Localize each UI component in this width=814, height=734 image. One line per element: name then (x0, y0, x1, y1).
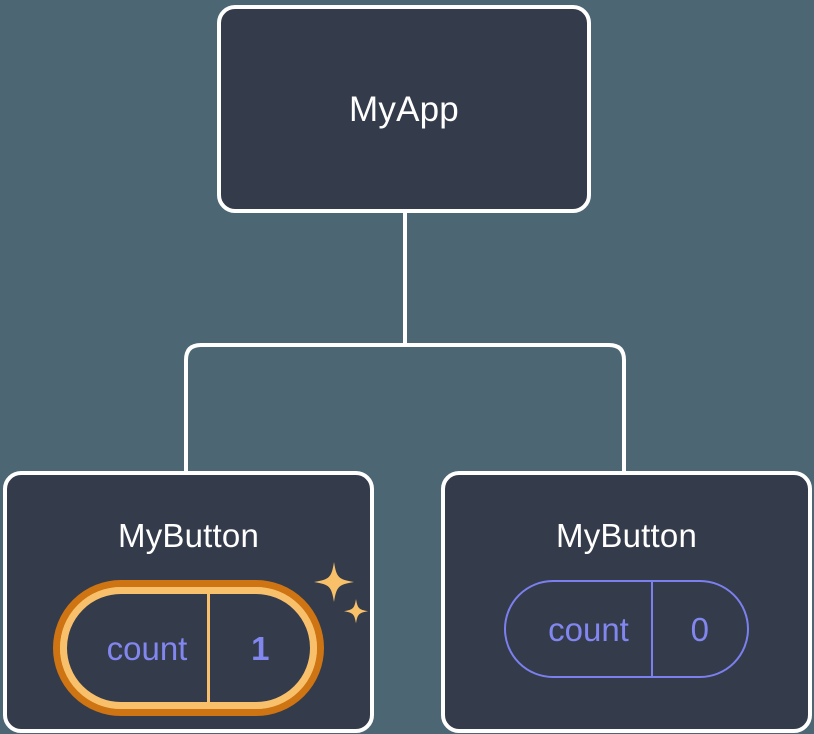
state-pill-count-left[interactable]: count 1 (59, 587, 318, 709)
connector-branch-right (405, 343, 626, 473)
connector-branch-left (184, 343, 405, 473)
state-divider (650, 582, 653, 676)
state-key-label: count (106, 629, 188, 667)
state-pill-wrapper-left: count 1 (52, 562, 369, 716)
component-node-mybutton-right[interactable]: MyButton count 0 (441, 471, 812, 733)
node-title: MyButton (556, 517, 697, 554)
component-node-mybutton-left[interactable]: MyButton count 1 (3, 471, 374, 733)
node-title: MyApp (349, 89, 459, 129)
component-node-myapp[interactable]: MyApp (217, 5, 591, 213)
state-value-label: 1 (251, 629, 270, 667)
state-pill-wrapper-right: count 0 (504, 580, 749, 678)
sparkle-small-icon (344, 599, 369, 624)
sparkle-large-icon (314, 562, 355, 602)
state-value-label: 0 (690, 610, 710, 648)
node-title: MyButton (118, 517, 259, 554)
state-key-label: count (548, 610, 629, 648)
state-pill-count-right[interactable]: count 0 (504, 580, 749, 678)
state-highlight-ring: count 1 (52, 580, 325, 716)
state-divider (207, 594, 211, 702)
